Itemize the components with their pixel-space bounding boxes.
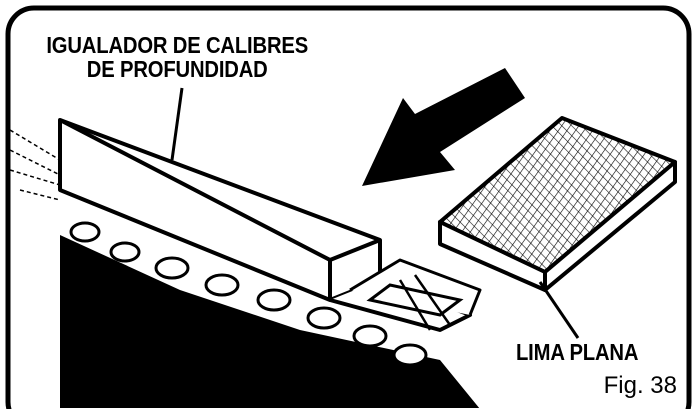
guide-bar: [60, 235, 480, 408]
depth-gauge-label: IGUALADOR DE CALIBRES DE PROFUNDIDAD: [10, 33, 344, 81]
saw-chain: [69, 221, 428, 367]
depth-gauge-label-line2: DE PROFUNDIDAD: [86, 56, 268, 82]
arrow-icon: [362, 68, 525, 186]
figure-border: [5, 5, 692, 409]
flat-file-label: LIMA PLANA: [516, 339, 639, 365]
figure-number: Fig. 38: [603, 372, 677, 399]
flat-file: [438, 116, 677, 292]
motion-lines: [9, 129, 61, 201]
depth-gauge-label-line1: IGUALADOR DE CALIBRES: [46, 32, 309, 58]
